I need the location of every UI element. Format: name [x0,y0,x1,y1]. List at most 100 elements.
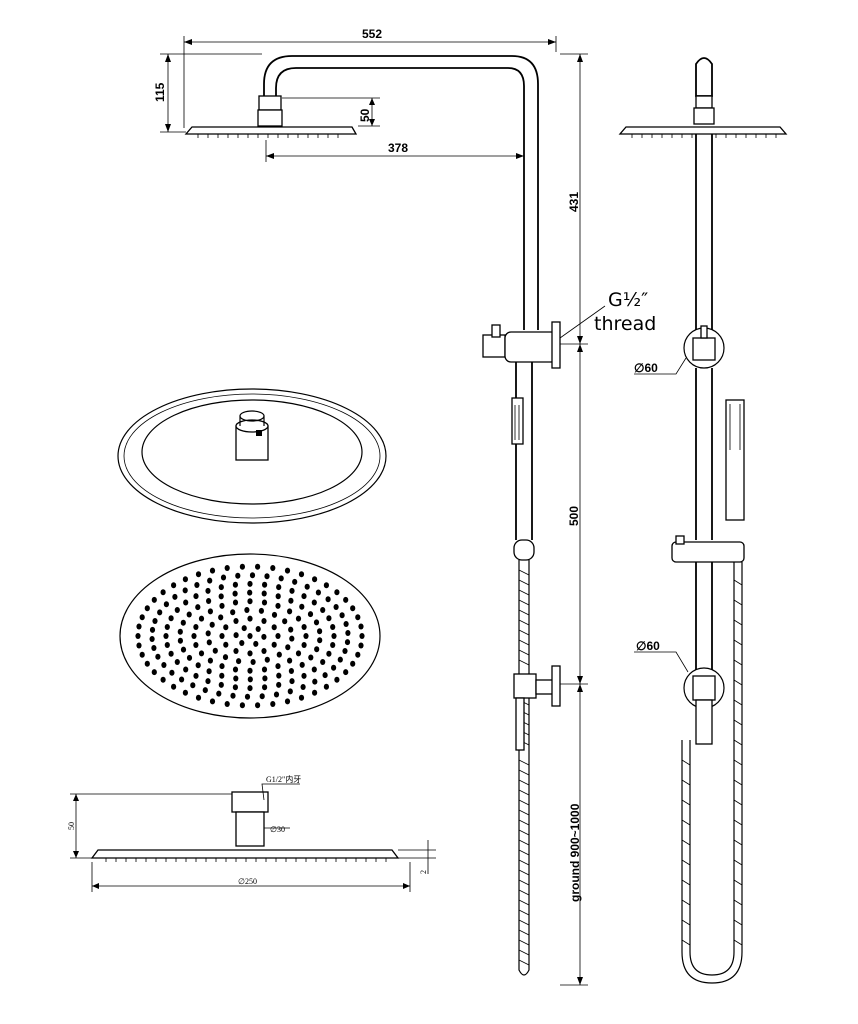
nozzle-dot [264,573,270,580]
nozzle-dot [276,651,282,658]
nozzle-dot [247,598,253,605]
nozzle-dot [151,645,157,651]
nozzle-dot [235,572,241,579]
nozzle-dot [255,626,261,632]
nozzle-dot [261,648,267,654]
nozzle-dot [343,596,349,603]
nozzle-dot [241,625,247,632]
nozzle-dot [239,702,245,709]
head-top-perspective [117,388,387,524]
nozzle-dot [307,611,314,618]
nozzle-dot [198,650,205,657]
head-nozzles [197,134,339,138]
nozzle-dot [219,633,225,639]
nozzle-dot [261,618,267,624]
dim-riser-top: 431 [567,192,581,212]
nozzle-dot [289,678,295,685]
nozzle-dot [301,593,307,600]
nozzle-dot [182,689,188,696]
nozzle-dot [193,624,199,630]
nozzle-dot [232,666,239,673]
nozzle-dot [285,644,291,651]
nozzle-dot [233,648,239,654]
dim-head-dia: ∅250 [238,877,257,886]
nozzle-dot [244,693,251,700]
nozzle-dot [207,657,213,664]
nozzle-dot [288,668,294,674]
nozzle-dot [288,597,294,604]
nozzle-dot [155,653,161,660]
nozzle-dot [135,633,141,639]
nozzle-dot [313,619,320,626]
nozzle-dot [230,692,236,699]
nozzle-dot [262,675,268,682]
nozzle-dot [323,683,329,690]
nozzle-dot [298,571,305,578]
nozzle-dot [262,684,268,691]
nozzle-dot [149,636,155,642]
nozzle-dot [333,604,339,610]
nozzle-dot [180,619,186,626]
nozzle-dot [331,633,337,639]
nozzle-dot [350,660,356,667]
nozzle-dot [276,584,282,591]
nozzle-dot [278,575,284,582]
nozzle-dot [136,642,142,649]
nozzle-dot [343,621,349,627]
nozzle-dot [249,572,256,579]
inlet-thread-note: G1/2"内牙 [266,774,301,784]
nozzle-dot [299,603,305,610]
nozzle-dot [261,666,268,673]
nozzle-dot [295,650,302,657]
nozzle-dot [183,666,189,673]
nozzle-dot [247,650,253,657]
nozzle-dot [163,633,169,639]
nozzle-dot [232,684,238,691]
nozzle-dot [292,578,298,585]
dim-arm-width: 552 [362,27,382,41]
nozzle-dot [172,593,178,600]
nozzle-dot [171,582,177,589]
thread-callout-line1: G½″ [608,289,648,311]
nozzle-dot [300,684,306,690]
nozzle-dot [244,607,250,613]
nozzle-dot [206,668,212,675]
nozzle-dot [193,642,199,648]
nozzle-dot [216,690,222,697]
nozzle-dot [179,676,185,683]
nozzle-dot [163,601,169,608]
nozzle-dot [276,672,282,679]
nozzle-dot [270,565,276,571]
nozzle-dot [247,676,253,683]
nozzle-dot [152,618,158,624]
nozzle-dot [330,624,336,630]
nozzle-dot [190,682,196,689]
nozzle-dot [232,581,238,588]
nozzle-dot [275,663,281,670]
nozzle-dot [289,587,295,594]
nozzle-dot [219,602,225,609]
nozzle-dot [233,675,239,682]
dim-arm-reach: 378 [388,141,408,155]
nozzle-dot [139,614,145,621]
nozzle-dot [205,678,211,685]
nozzle-dot [301,624,307,630]
nozzle-dot [334,676,340,683]
nozzle-dot [295,615,302,622]
nozzle-dot [312,678,318,685]
nozzle-dot [271,641,277,648]
nozzle-dot [168,615,174,622]
dim-bracket-dia-upper: ∅60 [634,361,658,375]
nozzle-dot [359,633,365,639]
nozzle-dot [160,676,166,683]
head-nozzle-face [119,553,381,719]
nozzle-dot [355,614,361,621]
nozzle-dot [323,582,329,589]
nozzle-dot [193,593,199,600]
nozzle-dot [308,654,314,661]
nozzle-dot [255,563,261,570]
nozzle-dot [339,612,345,619]
nozzle-dot [232,599,239,606]
nozzle-dot [255,702,261,709]
